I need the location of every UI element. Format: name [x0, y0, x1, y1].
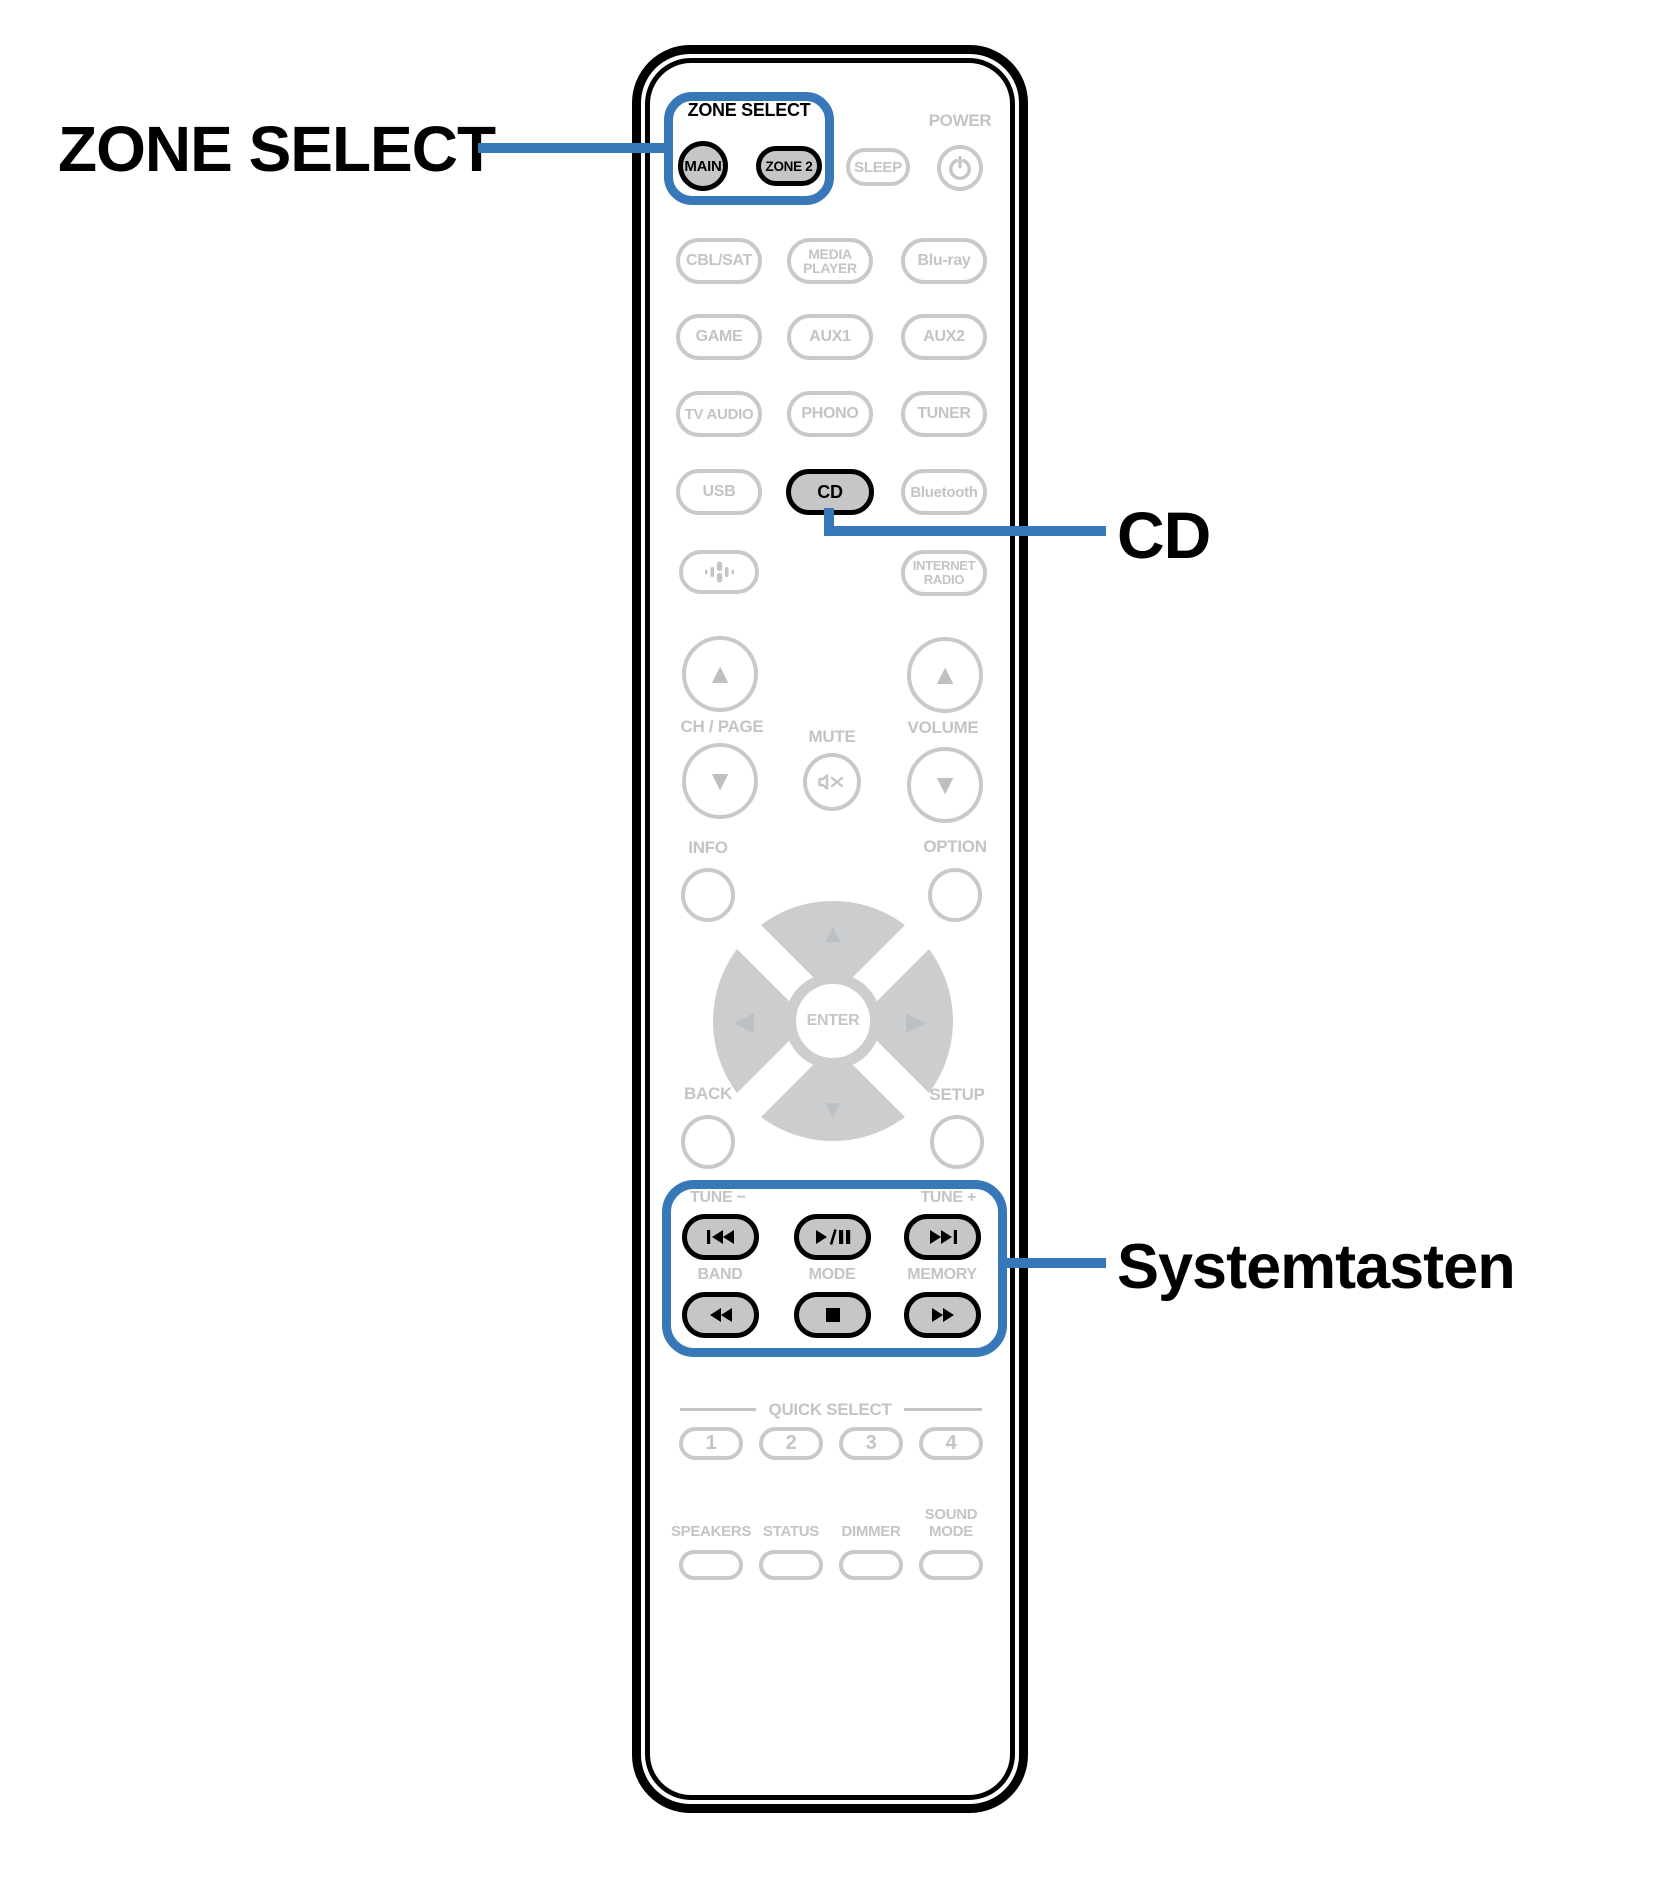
dpad-down-icon[interactable]: ▼	[820, 1094, 846, 1124]
enter-button[interactable]: ENTER	[785, 973, 881, 1069]
callout-zone-select-line	[478, 143, 672, 153]
sleep-button[interactable]: SLEEP	[846, 148, 910, 186]
sound-mode-button[interactable]	[919, 1550, 983, 1580]
play-pause-icon	[812, 1227, 854, 1247]
quick-select-label: QUICK SELECT	[768, 1400, 892, 1419]
callout-cd-line-vertical	[824, 508, 834, 536]
quick-select-4-button[interactable]: 4	[919, 1427, 983, 1460]
fast-forward-icon	[926, 1305, 960, 1325]
back-button[interactable]	[681, 1115, 735, 1169]
mute-label: MUTE	[808, 727, 856, 746]
eq-icon	[699, 559, 739, 585]
skip-back-icon	[703, 1227, 739, 1247]
status-button[interactable]	[759, 1550, 823, 1580]
bluetooth-button[interactable]: Bluetooth	[901, 469, 987, 515]
skip-back-button[interactable]	[682, 1214, 759, 1260]
option-label: OPTION	[923, 837, 987, 856]
tv-audio-button[interactable]: TV AUDIO	[676, 391, 762, 437]
power-icon	[947, 155, 973, 181]
ch-page-down-button[interactable]: ▼	[682, 743, 758, 819]
dpad-up-icon[interactable]: ▲	[820, 918, 846, 948]
ch-page-label: CH / PAGE	[680, 717, 764, 736]
phono-button[interactable]: PHONO	[787, 391, 873, 437]
rewind-icon	[704, 1305, 738, 1325]
mute-icon	[815, 769, 849, 795]
stop-icon	[823, 1305, 843, 1325]
power-button[interactable]	[937, 145, 983, 191]
blu-ray-button[interactable]: Blu-ray	[901, 238, 987, 284]
down-triangle-icon: ▼	[931, 769, 959, 800]
main-button[interactable]: MAIN	[678, 141, 728, 191]
quick-select-3-button[interactable]: 3	[839, 1427, 903, 1460]
setup-label: SETUP	[929, 1085, 985, 1104]
status-label: STATUS	[763, 1523, 819, 1540]
zone-select-highlight-box	[664, 92, 834, 205]
fast-forward-button[interactable]	[904, 1292, 981, 1338]
quick-select-1-button[interactable]: 1	[679, 1427, 743, 1460]
quick-select-2-button[interactable]: 2	[759, 1427, 823, 1460]
up-triangle-icon: ▲	[706, 658, 734, 689]
power-label: POWER	[928, 111, 992, 130]
aux1-button[interactable]: AUX1	[787, 314, 873, 360]
callout-cd-line-horizontal	[824, 526, 1106, 536]
skip-forward-icon	[925, 1227, 961, 1247]
mute-button[interactable]	[803, 753, 861, 811]
volume-down-button[interactable]: ▼	[907, 747, 983, 823]
callout-zone-select-label: ZONE SELECT	[58, 113, 496, 185]
down-triangle-icon: ▼	[706, 765, 734, 796]
ch-page-up-button[interactable]: ▲	[682, 636, 758, 712]
aux2-button[interactable]: AUX2	[901, 314, 987, 360]
tune-plus-label: TUNE +	[920, 1189, 976, 1206]
media-player-button[interactable]: MEDIA PLAYER	[787, 238, 873, 284]
dimmer-button[interactable]	[839, 1550, 903, 1580]
callout-systemtasten-label: Systemtasten	[1117, 1232, 1516, 1302]
dimmer-label: DIMMER	[841, 1523, 901, 1540]
speakers-button[interactable]	[679, 1550, 743, 1580]
sound-fader-button[interactable]	[679, 550, 759, 594]
option-button[interactable]	[928, 868, 982, 922]
tune-minus-label: TUNE −	[690, 1189, 746, 1206]
system-buttons-highlight-box	[662, 1180, 1007, 1357]
skip-forward-button[interactable]	[904, 1214, 981, 1260]
back-label: BACK	[684, 1084, 732, 1103]
band-label: BAND	[697, 1266, 743, 1283]
info-button[interactable]	[681, 868, 735, 922]
zone-select-group-label: ZONE SELECT	[687, 100, 811, 120]
play-pause-button[interactable]	[794, 1214, 871, 1260]
dpad-left-icon[interactable]: ◀	[734, 1006, 754, 1036]
quick-select-rule-left	[680, 1408, 756, 1411]
enter-label: ENTER	[806, 1012, 860, 1029]
game-button[interactable]: GAME	[676, 314, 762, 360]
mode-label: MODE	[808, 1266, 856, 1283]
sound-mode-label: SOUND MODE	[924, 1506, 978, 1540]
rewind-button[interactable]	[682, 1292, 759, 1338]
memory-label: MEMORY	[907, 1266, 977, 1283]
up-triangle-icon: ▲	[931, 659, 959, 690]
setup-button[interactable]	[930, 1115, 984, 1169]
volume-label: VOLUME	[907, 718, 979, 737]
volume-up-button[interactable]: ▲	[907, 637, 983, 713]
callout-cd-label: CD	[1117, 498, 1211, 572]
dpad-right-icon[interactable]: ▶	[906, 1006, 926, 1036]
usb-button[interactable]: USB	[676, 469, 762, 515]
stop-button[interactable]	[794, 1292, 871, 1338]
callout-systemtasten-line	[1000, 1258, 1106, 1268]
info-label: INFO	[688, 838, 728, 857]
internet-radio-button[interactable]: INTERNET RADIO	[901, 550, 987, 596]
tuner-button[interactable]: TUNER	[901, 391, 987, 437]
cbl-sat-button[interactable]: CBL/SAT	[676, 238, 762, 284]
speakers-label: SPEAKERS	[670, 1523, 752, 1540]
quick-select-rule-right	[904, 1408, 982, 1411]
